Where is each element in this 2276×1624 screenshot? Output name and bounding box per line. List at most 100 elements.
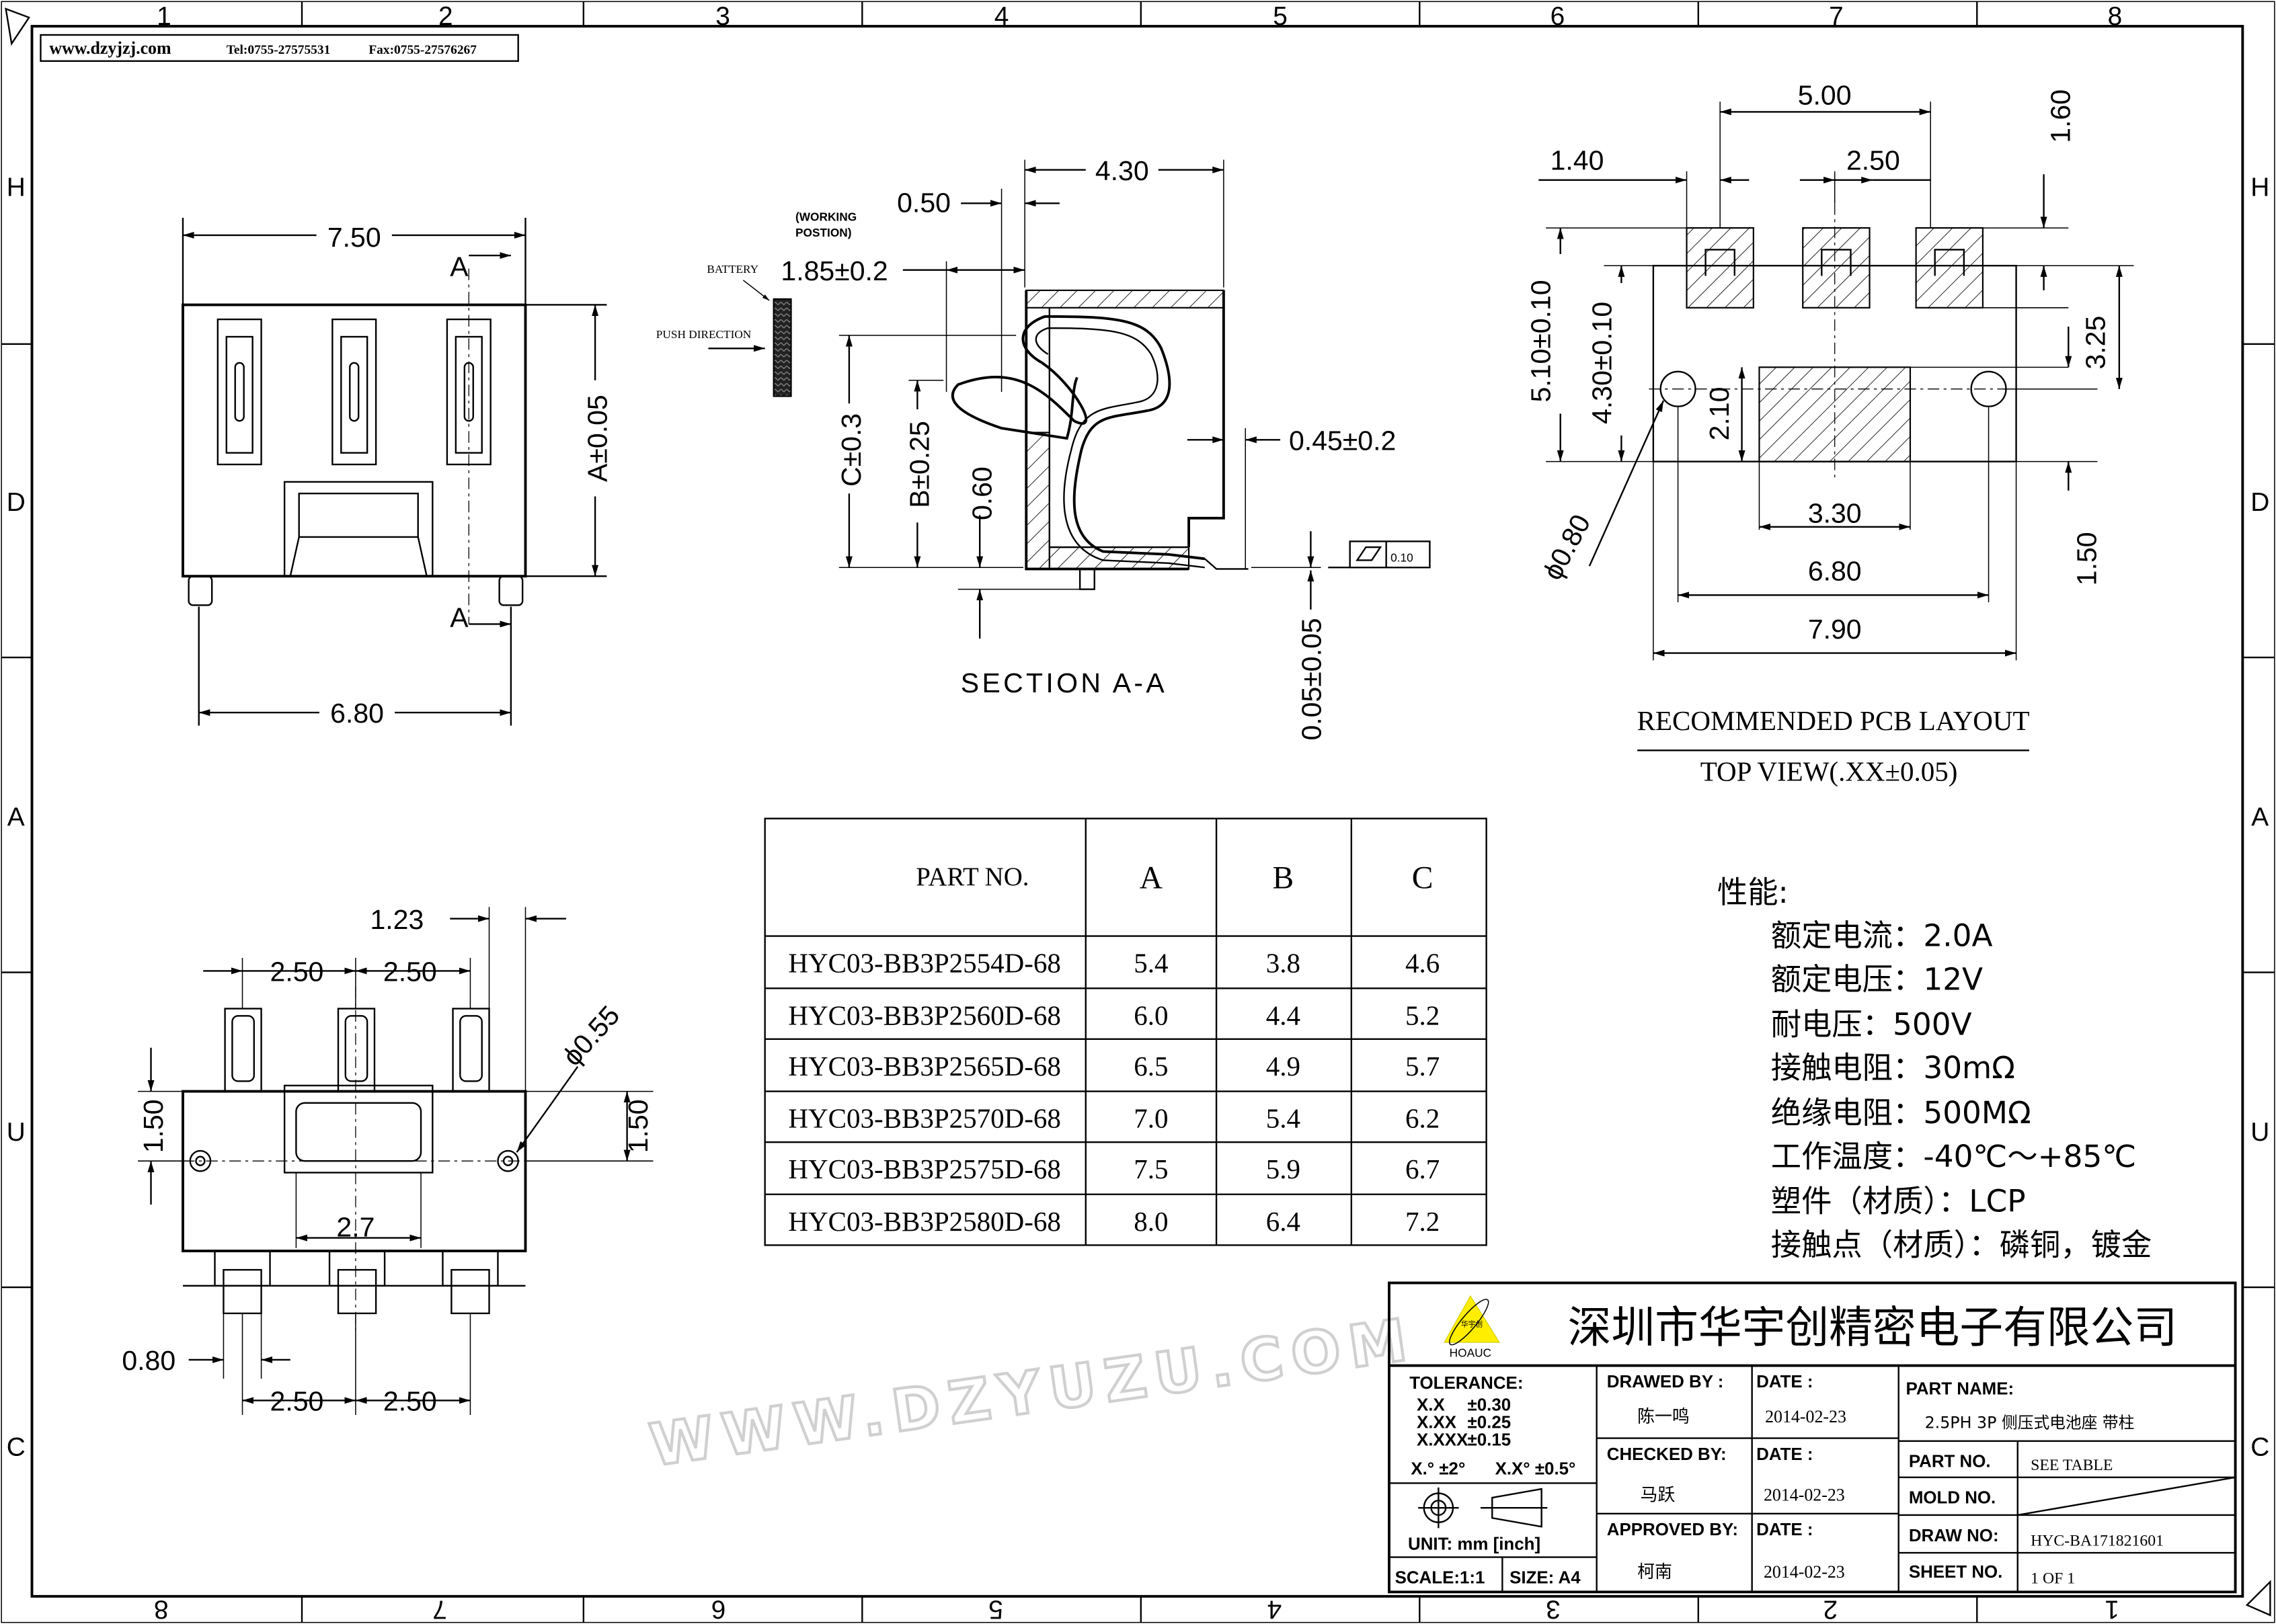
spec-item: 接触电阻：30mΩ: [1771, 1050, 2015, 1086]
grid-col: 6: [1551, 2, 1565, 31]
table-cell: 5.2: [1405, 1000, 1440, 1030]
spec-item: 绝缘电阻：500MΩ: [1771, 1095, 2031, 1131]
section-mark: A: [450, 251, 469, 282]
dim-1-50-left: 1.50: [138, 1099, 169, 1153]
dim-hole-0-55: ϕ0.55: [557, 1000, 626, 1071]
table-cell: 6.2: [1405, 1103, 1440, 1134]
dim-4-30-pcb: 4.30±0.10: [1586, 302, 1617, 424]
pcb-layout-view: 5.00 1.40 2.50 1.60 3.25 5.10±0.10 4.30±…: [1526, 80, 2134, 787]
table-cell: HYC03-BB3P2554D-68: [788, 948, 1060, 979]
grid-col: 2: [1823, 1594, 1838, 1623]
bottom-view: 1.23 2.50 2.50 1.50 1.50 ϕ0.55 2.7 0.80 …: [122, 904, 653, 1417]
table-cell: HYC03-BB3P2565D-68: [788, 1051, 1060, 1082]
section-title: SECTION A-A: [961, 667, 1167, 698]
title-block: 华宇创 HOAUC 深圳市华宇创精密电子有限公司 TOLERANCE: X.X±…: [1388, 1281, 2237, 1594]
dim-2-7: 2.7: [336, 1211, 375, 1242]
grid-row: U: [2250, 1118, 2269, 1147]
table-header: A: [1140, 860, 1163, 895]
part-no-value: SEE TABLE: [2031, 1457, 2113, 1474]
grid-row: D: [7, 488, 26, 517]
table-row: HYC03-BB3P2580D-68 8.0 6.4 7.2: [788, 1206, 1440, 1237]
part-no-label: PART NO.: [1909, 1453, 1991, 1471]
dim-1-60: 1.60: [2045, 89, 2076, 143]
grid-col: 7: [432, 1594, 447, 1623]
date-label: DATE :: [1756, 1445, 1813, 1464]
grid-row: A: [2251, 803, 2269, 832]
table-cell: 3.8: [1266, 948, 1300, 979]
dim-0-80: 0.80: [122, 1345, 175, 1376]
tolerance-label: TOLERANCE:: [1409, 1374, 1523, 1393]
grid-col: 1: [2105, 1594, 2119, 1623]
dim-2-10: 2.10: [1704, 387, 1735, 441]
table-cell: 8.0: [1134, 1206, 1168, 1237]
grid-col: 4: [1267, 1594, 1282, 1623]
angle-tolerance: X.° ±2°: [1411, 1459, 1465, 1478]
grid-col: 5: [988, 1594, 1003, 1623]
scale-label: SCALE:1:1: [1395, 1568, 1485, 1587]
table-cell: 5.4: [1266, 1103, 1300, 1134]
spec-item: 接触点（材质）：磷铜，镀金: [1771, 1227, 2152, 1263]
approved-by-name: 柯南: [1637, 1562, 1672, 1582]
dim-2-50: 2.50: [1846, 145, 1900, 176]
front-view: 7.50 6.80 A±0.05 A A: [182, 217, 613, 729]
tolerance-format: X.XX: [1417, 1413, 1457, 1432]
dim-5-10: 5.10±0.10: [1526, 280, 1557, 402]
grid-labels: 1 2 3 4 5 6 7 8 1 2 3 4 5 6 7 8 H D A U …: [7, 2, 2270, 1623]
table-header: C: [1412, 860, 1434, 895]
projection-symbol-icon: [1418, 1487, 1548, 1529]
table-cell: 5.7: [1405, 1051, 1440, 1082]
dim-width: 7.50: [327, 222, 381, 253]
table-row: HYC03-BB3P2575D-68 7.5 5.9 6.7: [788, 1153, 1440, 1184]
grid-col: 3: [715, 2, 730, 31]
dim-pitch-3: 2.50: [270, 1386, 324, 1417]
table-cell: HYC03-BB3P2575D-68: [788, 1153, 1060, 1184]
dim-5-00: 5.00: [1798, 80, 1852, 111]
specs-title: 性能:: [1717, 875, 1789, 910]
dim-3-25: 3.25: [2080, 316, 2111, 370]
spec-item: 耐电压：500V: [1771, 1006, 1972, 1042]
grid-row: A: [7, 803, 25, 832]
working-label: (WORKING: [795, 210, 857, 223]
dim-hole-0-80: ϕ0.80: [1537, 510, 1597, 585]
part-name: 2.5PH 3P 侧压式电池座 带柱: [1925, 1413, 2135, 1432]
checked-by-label: CHECKED BY:: [1607, 1445, 1727, 1464]
grid-col: 6: [711, 1594, 726, 1623]
draw-no-value: HYC-BA171821601: [2031, 1532, 2164, 1549]
flatness-tolerance-frame: 0.10: [1328, 540, 1431, 569]
table-cell: HYC03-BB3P2570D-68: [788, 1103, 1060, 1134]
grid-row: H: [2250, 173, 2269, 202]
dim-3-30: 3.30: [1808, 497, 1862, 528]
dim-pitch-4: 2.50: [383, 1386, 437, 1417]
table-cell: 4.4: [1266, 1000, 1300, 1030]
dim-7-90: 7.90: [1808, 614, 1862, 645]
table-cell: 7.2: [1405, 1206, 1440, 1237]
grid-row: C: [7, 1432, 26, 1461]
dim-1-40: 1.40: [1551, 145, 1604, 176]
sheet-no-label: SHEET NO.: [1909, 1563, 2003, 1582]
flatness-value: 0.10: [1390, 551, 1413, 565]
table-cell: 6.7: [1405, 1153, 1440, 1184]
watermark-text: WWW.DZYUZU.COM: [645, 1306, 1419, 1480]
table-cell: 5.9: [1266, 1153, 1300, 1184]
table-cell: 7.5: [1134, 1153, 1168, 1184]
dim-1-85: 1.85±0.2: [781, 255, 888, 286]
table-cell: 4.9: [1266, 1051, 1300, 1082]
dim-c: C±0.3: [836, 413, 867, 487]
dim-pitch-1: 2.50: [270, 957, 324, 987]
table-cell: HYC03-BB3P2580D-68: [788, 1206, 1060, 1237]
sheet-no-value: 1 OF 1: [2031, 1570, 2075, 1587]
dim-0-45: 0.45±0.2: [1289, 425, 1396, 456]
table-header: B: [1273, 860, 1294, 895]
grid-row: C: [2250, 1432, 2269, 1461]
grid-col: 5: [1273, 2, 1288, 31]
table-cell: 6.4: [1266, 1206, 1300, 1237]
company-name: 深圳市华宇创精密电子有限公司: [1568, 1303, 2178, 1353]
drawed-by-name: 陈一鸣: [1637, 1407, 1690, 1427]
table-cell: HYC03-BB3P2560D-68: [788, 1000, 1060, 1030]
table-cell: 7.0: [1134, 1103, 1168, 1134]
